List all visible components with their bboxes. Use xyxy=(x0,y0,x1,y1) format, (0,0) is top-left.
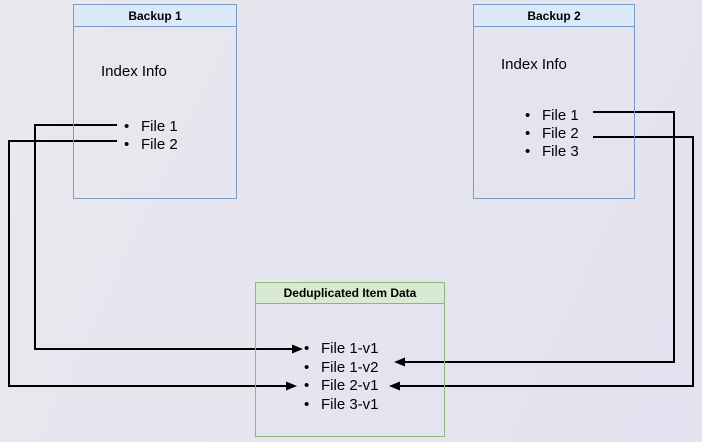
backup2-box: Backup 2 Index Info File 1 File 2 File 3 xyxy=(473,4,635,199)
dedup-header: Deduplicated Item Data xyxy=(256,283,444,304)
backup1-box: Backup 1 Index Info File 1 File 2 xyxy=(73,4,237,199)
list-item: File 3 xyxy=(525,143,579,161)
backup2-header: Backup 2 xyxy=(474,5,634,27)
list-item: File 1-v1 xyxy=(304,340,379,359)
list-item: File 1-v2 xyxy=(304,359,379,378)
list-item: File 2 xyxy=(525,125,579,143)
list-item: File 2 xyxy=(124,136,178,154)
list-item: File 1 xyxy=(525,107,579,125)
backup2-file-list: File 1 File 2 File 3 xyxy=(525,107,579,161)
backup1-index-label: Index Info xyxy=(101,63,167,80)
list-item: File 2-v1 xyxy=(304,377,379,396)
backup1-file-list: File 1 File 2 xyxy=(124,118,178,154)
list-item: File 1 xyxy=(124,118,178,136)
backup1-header: Backup 1 xyxy=(74,5,236,27)
backup2-index-label: Index Info xyxy=(501,56,567,73)
list-item: File 3-v1 xyxy=(304,396,379,415)
dedup-item-list: File 1-v1 File 1-v2 File 2-v1 File 3-v1 xyxy=(304,340,379,414)
deduplicated-item-data-box: Deduplicated Item Data File 1-v1 File 1-… xyxy=(255,282,445,437)
